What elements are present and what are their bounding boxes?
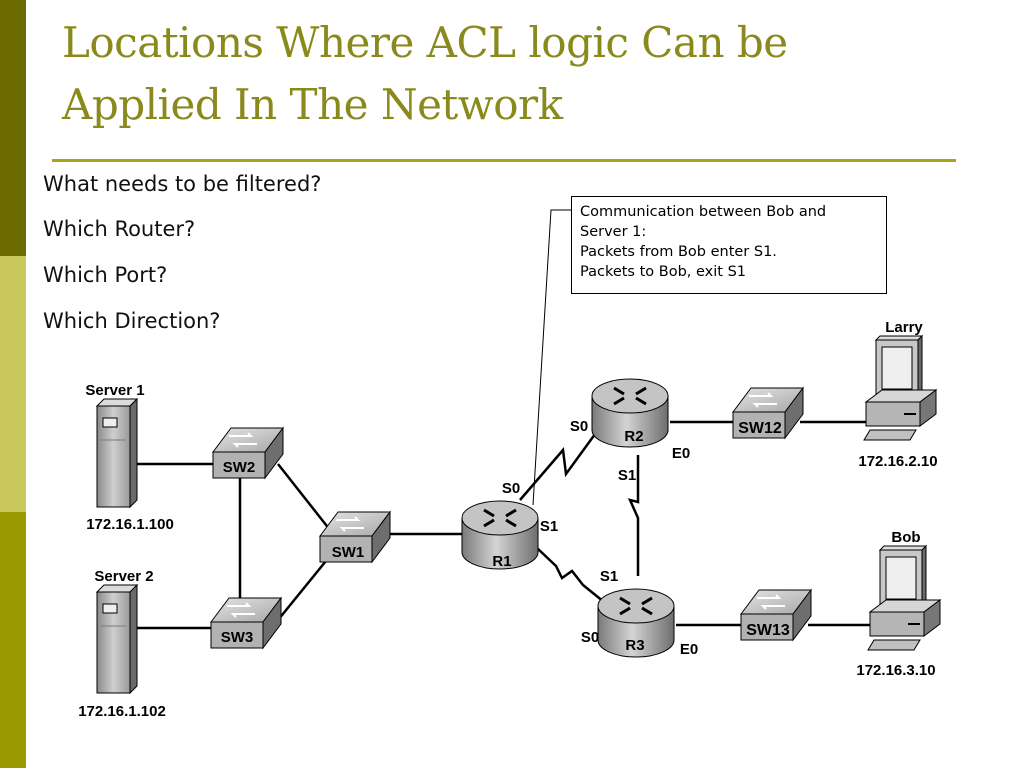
sw3-label: SW3 <box>221 629 254 646</box>
switch-sw13: SW13 <box>740 588 812 642</box>
switch-sw1: SW1 <box>319 510 391 564</box>
server-tower-icon <box>95 583 139 695</box>
switch-icon <box>210 596 282 650</box>
r3-s1-port-label: S1 <box>600 568 618 585</box>
title-underline <box>52 159 956 162</box>
router-r3: R3 <box>597 588 675 658</box>
callout-box: Communication between Bob and Server 1: … <box>571 196 887 294</box>
workstation-icon <box>863 334 938 441</box>
sidebar-band-top <box>0 0 26 256</box>
r2-e0-port-label: E0 <box>672 445 690 462</box>
switch-icon <box>212 426 284 480</box>
server-2-ip: 172.16.1.102 <box>78 703 166 720</box>
slide-title: Locations Where ACL logic Can be Applied… <box>62 12 962 136</box>
router-icon <box>597 588 675 658</box>
callout-line-2: Server 1: <box>580 224 647 240</box>
switch-sw12: SW12 <box>732 386 804 440</box>
switch-sw2: SW2 <box>212 426 284 480</box>
switch-icon <box>732 386 804 440</box>
router-icon <box>461 500 539 570</box>
router-r1: R1 <box>461 500 539 570</box>
title-line-1: Locations Where ACL logic Can be <box>62 18 788 67</box>
links <box>137 420 870 630</box>
server-1: Server 1 172.16.1.100 <box>85 382 173 533</box>
host-larry: Larry 172.16.2.10 <box>858 319 937 470</box>
sidebar-band-bottom <box>0 512 26 768</box>
r1-s1-port-label: S1 <box>540 518 558 535</box>
sw12-label: SW12 <box>738 420 782 437</box>
r1-label: R1 <box>492 553 511 570</box>
r3-label: R3 <box>625 637 644 654</box>
server-2-name: Server 2 <box>94 568 153 585</box>
question-port: Which Port? <box>43 263 168 287</box>
r3-s0-port-label: S0 <box>581 629 599 646</box>
callout-line-1: Communication between Bob and <box>580 204 827 220</box>
question-filter: What needs to be filtered? <box>43 172 322 196</box>
larry-ip: 172.16.2.10 <box>858 453 937 470</box>
link-r2-r3-serial <box>627 455 640 576</box>
server-1-ip: 172.16.1.100 <box>86 516 174 533</box>
sw1-label: SW1 <box>332 544 365 561</box>
host-bob: Bob 172.16.3.10 <box>856 529 942 679</box>
sidebar-band-middle <box>0 256 26 512</box>
link-sw2-sw1 <box>277 463 331 531</box>
title-line-2: Applied In The Network <box>62 80 563 129</box>
r3-e0-port-label: E0 <box>680 641 698 658</box>
r2-s1-port-label: S1 <box>618 467 636 484</box>
workstation-icon <box>867 544 942 651</box>
router-r2: R2 <box>591 378 669 448</box>
link-sw3-sw1 <box>277 555 331 621</box>
server-2: Server 2 172.16.1.102 <box>78 568 166 720</box>
link-r1-r2-serial <box>519 429 600 501</box>
callout-line-4: Packets to Bob, exit S1 <box>580 264 747 280</box>
bob-ip: 172.16.3.10 <box>856 662 935 679</box>
switch-icon <box>319 510 391 564</box>
question-router: Which Router? <box>43 217 196 241</box>
r1-s0-port-label: S0 <box>502 480 520 497</box>
link-r1-r3-serial <box>536 547 605 603</box>
larry-name: Larry <box>885 319 923 336</box>
server-1-name: Server 1 <box>85 382 144 399</box>
callout-line-3: Packets from Bob enter S1. <box>580 244 777 260</box>
switch-icon <box>740 588 812 642</box>
callout-leader-line <box>532 209 571 506</box>
sw2-label: SW2 <box>223 459 256 476</box>
server-tower-icon <box>95 397 139 509</box>
question-direction: Which Direction? <box>43 309 221 333</box>
r2-s0-port-label: S0 <box>570 418 588 435</box>
router-icon <box>591 378 669 448</box>
switch-sw3: SW3 <box>210 596 282 650</box>
r2-label: R2 <box>624 428 643 445</box>
bob-name: Bob <box>891 529 920 546</box>
sw13-label: SW13 <box>746 622 790 639</box>
